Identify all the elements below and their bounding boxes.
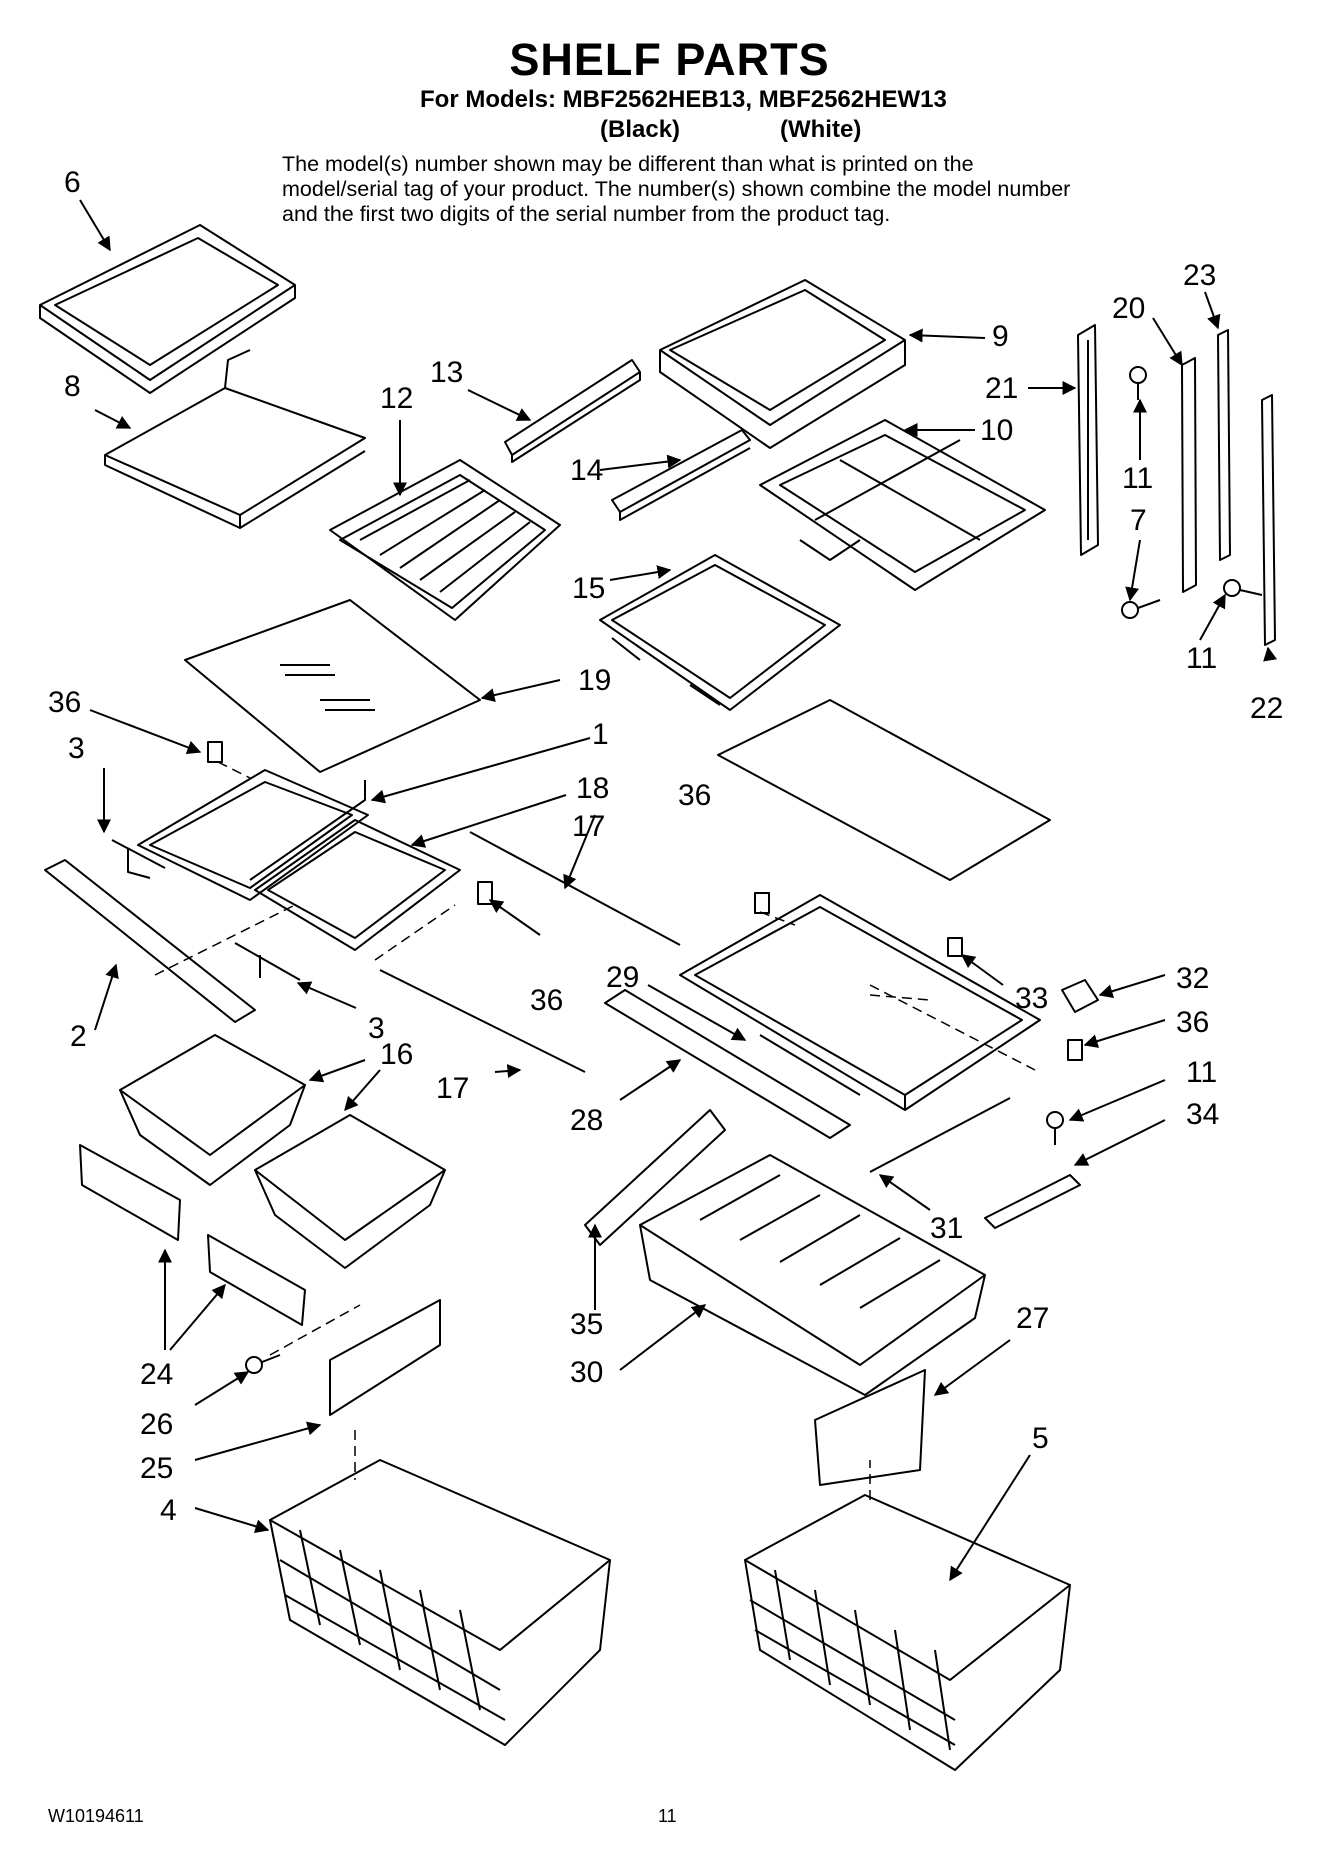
callout: 18 bbox=[576, 772, 609, 805]
callout: 27 bbox=[1016, 1302, 1049, 1335]
callout: 29 bbox=[606, 961, 639, 994]
callout: 13 bbox=[430, 356, 463, 389]
part-rail-14 bbox=[611, 429, 751, 521]
models-line: For Models: MBF2562HEB13, MBF2562HEW13 bbox=[420, 86, 947, 113]
part-glass-panel-19a bbox=[184, 599, 481, 773]
callout: 9 bbox=[992, 320, 1009, 353]
callout: 21 bbox=[985, 372, 1018, 405]
part-clip-32 bbox=[1061, 979, 1099, 1013]
callout: 33 bbox=[1015, 982, 1048, 1015]
callout: 8 bbox=[64, 370, 81, 403]
part-clip-36d bbox=[1067, 1039, 1083, 1061]
part-slide-34 bbox=[984, 1174, 1081, 1229]
part-bin-front-24b bbox=[207, 1234, 306, 1326]
callout: 5 bbox=[1032, 1422, 1049, 1455]
part-screw-26 bbox=[245, 1354, 281, 1374]
part-screw-11c bbox=[1046, 1111, 1064, 1145]
part-rail-21 bbox=[1077, 324, 1099, 556]
part-drawer-frame-right bbox=[679, 894, 1041, 1111]
part-bin-front-24a bbox=[79, 1144, 181, 1241]
callout: 31 bbox=[930, 1212, 963, 1245]
part-trim-2 bbox=[44, 859, 256, 1023]
callout: 4 bbox=[160, 1494, 177, 1527]
part-glass-panel-19b bbox=[717, 699, 1051, 881]
callout: 16 bbox=[380, 1038, 413, 1071]
callout: 17 bbox=[572, 810, 605, 843]
part-bracket-27 bbox=[814, 1369, 926, 1486]
part-bracket-3b bbox=[234, 942, 301, 981]
doc-number: W10194611 bbox=[48, 1806, 144, 1826]
callout: 3 bbox=[368, 1012, 385, 1045]
callout: 7 bbox=[1130, 504, 1147, 537]
part-clip-33 bbox=[947, 937, 963, 957]
disclaimer-text: The model(s) number shown may be differe… bbox=[282, 152, 1071, 226]
part-slide-31 bbox=[869, 1097, 1011, 1173]
callout: 28 bbox=[570, 1104, 603, 1137]
part-wire-basket-12 bbox=[329, 459, 561, 621]
part-crisper-frame-1 bbox=[137, 769, 369, 901]
callout: 2 bbox=[70, 1020, 87, 1053]
callout: 34 bbox=[1186, 1098, 1219, 1131]
part-crisper-cover-15 bbox=[599, 554, 841, 711]
part-screw-7 bbox=[1121, 599, 1161, 619]
callout: 6 bbox=[64, 166, 81, 199]
callout: 32 bbox=[1176, 962, 1209, 995]
part-shelf-frame-8 bbox=[104, 349, 366, 529]
page-title: SHELF PARTS bbox=[509, 34, 830, 85]
page-number: 11 bbox=[658, 1806, 677, 1826]
callout: 23 bbox=[1183, 259, 1216, 292]
callout-labels: 6 8 12 13 9 10 21 20 23 11 7 11 22 14 15… bbox=[48, 166, 1283, 1527]
part-deli-frame-10 bbox=[759, 419, 1046, 591]
part-wire-basket-5 bbox=[744, 1494, 1071, 1771]
callout: 26 bbox=[140, 1408, 173, 1441]
part-bracket-3a bbox=[111, 839, 166, 879]
part-trim-28 bbox=[604, 989, 851, 1139]
part-screw-11b bbox=[1223, 579, 1263, 597]
part-handle-29 bbox=[759, 1034, 861, 1096]
callout: 11 bbox=[1122, 462, 1153, 495]
callout: 24 bbox=[140, 1358, 173, 1391]
variant-white: (White) bbox=[780, 116, 862, 143]
variant-black: (Black) bbox=[600, 116, 681, 143]
part-wire-basket-4 bbox=[269, 1459, 611, 1746]
callout: 36 bbox=[1176, 1006, 1209, 1039]
part-handle-35 bbox=[584, 1109, 726, 1246]
callout: 12 bbox=[380, 382, 413, 415]
part-bin-16a bbox=[119, 1034, 306, 1186]
callout: 36 bbox=[678, 779, 711, 812]
part-glass-shelf-6 bbox=[39, 224, 296, 394]
part-screw-11a bbox=[1129, 366, 1147, 400]
callout: 30 bbox=[570, 1356, 603, 1389]
part-clip-36a bbox=[207, 741, 223, 763]
callout: 11 bbox=[1186, 642, 1217, 675]
part-rail-22 bbox=[1261, 394, 1276, 646]
callout: 22 bbox=[1250, 692, 1283, 725]
part-deli-cover-9 bbox=[659, 279, 906, 449]
callout: 14 bbox=[570, 454, 603, 487]
part-drawer-30 bbox=[639, 1154, 986, 1396]
part-clip-36c bbox=[754, 892, 770, 914]
callout: 36 bbox=[48, 686, 81, 719]
part-clip-36b bbox=[477, 881, 493, 905]
callout: 3 bbox=[68, 732, 85, 765]
callout: 35 bbox=[570, 1308, 603, 1341]
callout: 25 bbox=[140, 1452, 173, 1485]
callout: 20 bbox=[1112, 292, 1145, 325]
part-rail-20 bbox=[1181, 357, 1197, 593]
part-rail-23 bbox=[1217, 329, 1231, 561]
part-bracket-25 bbox=[329, 1299, 441, 1416]
part-crisper-frame-18 bbox=[254, 819, 461, 951]
callout: 1 bbox=[592, 718, 609, 751]
callout: 15 bbox=[572, 572, 605, 605]
callout: 36 bbox=[530, 984, 563, 1017]
part-rod-17b bbox=[379, 969, 586, 1073]
part-rod-17a bbox=[469, 831, 681, 946]
callout: 19 bbox=[578, 664, 611, 697]
callout: 11 bbox=[1186, 1056, 1217, 1089]
callout: 10 bbox=[980, 414, 1013, 447]
callout: 17 bbox=[436, 1072, 469, 1105]
part-slide-rail-13 bbox=[504, 359, 641, 463]
part-bin-16b bbox=[254, 1114, 446, 1269]
